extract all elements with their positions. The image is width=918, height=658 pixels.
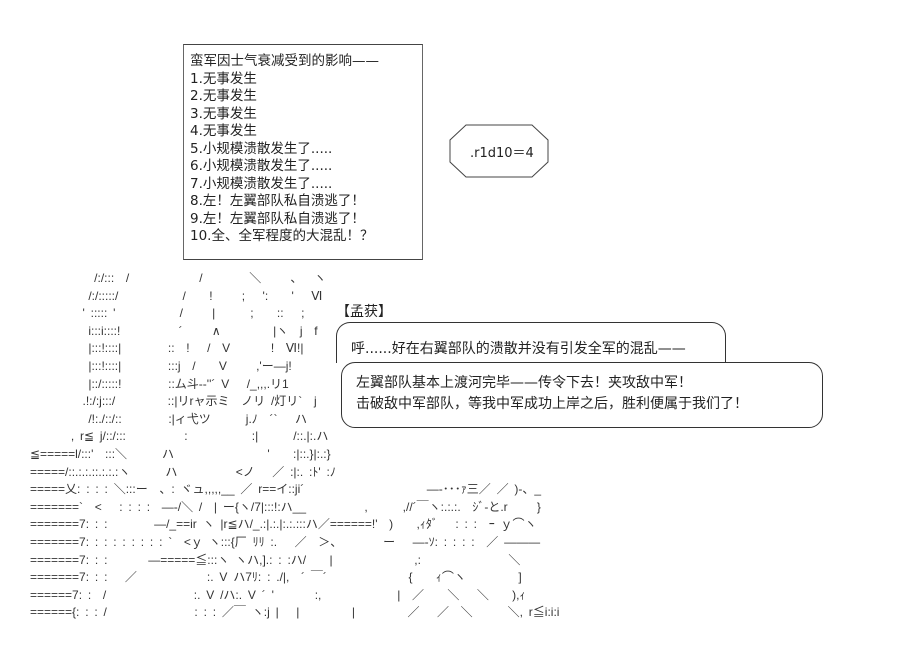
ascii-art-line: ≦=====l/:::' :::＼ ハ ' :|::.}|:.:} [30,447,331,461]
ascii-art-line: ======{: : : / : : : ／￣ ヽ:j | | | ／ ／ ＼ … [30,605,560,620]
table-item: 4.无事发生 [190,123,257,139]
octagon-frame [449,124,549,178]
ascii-art-line: |::/:::::! ::ム斗--''´ V /_,,,.リ1 [30,376,289,391]
speech-line: 左翼部队基本上渡河完毕——传令下去！夹攻敌中军！ [356,375,692,391]
outcome-table-box: 蛮军因士气衰减受到的影响—— 1.无事发生 2.无事发生 3.无事发生 4.无事… [183,44,423,260]
ascii-art-line: /:/:::::/ / ! ; ': ' Ⅵ [30,288,323,303]
ascii-art-line: =======7: : : ―/_==ir ヽ |r≦ハ/_.:|.:.|:.:… [30,517,537,532]
table-item: 1.无事发生 [190,70,257,87]
ascii-art-line: |:::!::::| :: ! / V ! Ⅵ!| [30,341,304,356]
speech-line: 击破敌中军部队，等我中军成功上岸之后，胜利便属于我们了！ [356,396,748,412]
ascii-art-line: =======7: : : ―=====≦:::ヽ ヽハ,].: : :ハ/ |… [30,552,521,567]
ascii-art-line: .!:/:j:::/ ::|リrャ示ミ ノリ /灯リ` j [30,394,317,409]
table-item: 8.左！左翼部队私自溃逃了！ [190,193,365,209]
table-item: 7.小规模溃散发生了..... [190,175,333,192]
table-item: 2.无事发生 [190,88,257,104]
speech-bubble-2: 左翼部队基本上渡河完毕——传令下去！夹攻敌中军！ 击破敌中军部队，等我中军成功上… [341,362,823,428]
ascii-art-line: ======7: : / :. V /ハ:. V ´ ' :, | ／ ＼ ＼ … [30,587,526,602]
ascii-art-line: i:::i::::! ´ ∧ |ヽ j f [30,323,318,338]
ascii-art-line: =======7: : : ／ :. V ハ7ﾘ: : ./|, ´ ￣´ { … [30,570,522,585]
speech-line: 呼......好在右翼部队的溃散并没有引发全军的混乱—— [351,341,686,357]
ascii-art-line: /:/::: / / ＼ 、 ヽ [30,271,327,285]
ascii-art-line: =====/::.:.:.::.:.:.:ヽ ハ <ノ ／ :|:. :ﾄ' :… [30,464,336,479]
ascii-art-line: ' ::::: ' / | ; :: ; [30,306,305,321]
dice-result-text: .r1d10＝4 [470,146,534,161]
table-item: 9.左！左翼部队私自溃逃了！ [190,210,365,227]
table-title: 蛮军因士气衰减受到的影响—— [190,53,379,69]
table-item: 6.小规模溃散发生了..... [190,158,333,174]
dice-result-box: .r1d10＝4 [448,124,550,178]
table-item: 5.小规模溃散发生了..... [190,140,333,157]
ascii-art-line: =======` < : : : : ―-/＼ / | ー{ヽ/7|:::!:ハ… [30,499,541,514]
ascii-art-line: =======7: : : : : : : : : ` <ｙ ヽ:::{厂 ﾘﾘ… [30,535,541,549]
speech-bubble-1: 呼......好在右翼部队的溃散并没有引发全军的混乱—— [336,322,726,363]
ascii-art-line: =====乂: : : : ＼:::ー 、: ヾュ,,,,,__ ／ r==イ:… [30,482,542,497]
speaker-name: 【孟获】 [336,304,392,320]
ascii-art-line: |:::!::::| :::j / V ,'ー―j! [30,359,292,373]
table-item: 10.全、全军程度的大混乱！？ [190,228,374,244]
table-item: 3.无事发生 [190,105,257,122]
ascii-art-line: /!:./::/:: :|ィ弋ツ j.ﾉ ´` ハ [30,411,307,426]
ascii-art-line: , r≦ j/::/::: : :| /::.|:.ハ [30,429,329,444]
